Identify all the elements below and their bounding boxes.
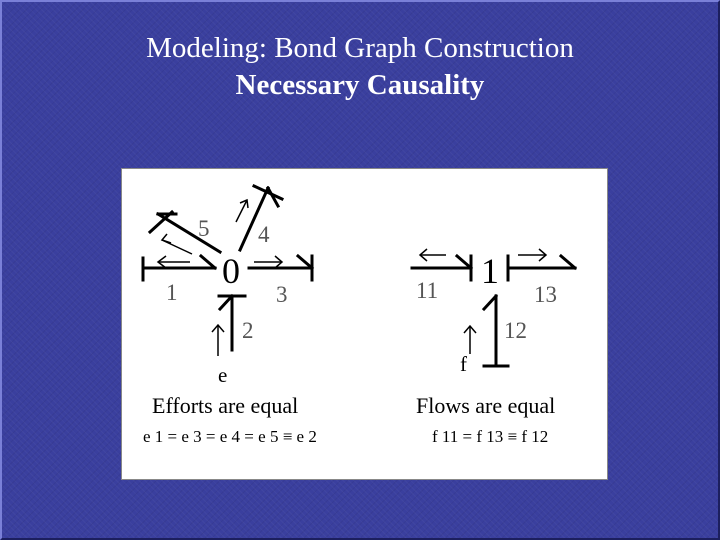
zero-junction: 0 [222,251,240,291]
bond-label-4: 4 [258,222,270,247]
bond-label-2: 2 [242,318,254,343]
one-junction: 1 [481,251,499,291]
bond-13 [506,253,578,282]
bond-label-13: 13 [534,282,557,307]
left-caption: Efforts are equal [152,393,299,418]
bond-1 [141,253,218,282]
bond-label-5: 5 [198,216,210,241]
left-equation: e 1 = e 3 = e 4 = e 5 ≡ e 2 [143,427,317,446]
bond-label-3: 3 [276,282,288,307]
right-caption: Flows are equal [416,393,556,418]
right-equation: f 11 = f 13 ≡ f 12 [432,427,549,446]
causal-arrows [156,198,548,356]
bond-2 [217,293,247,352]
bond-label-11: 11 [416,278,439,303]
bond-4 [238,184,284,252]
effort-source-label: e [218,363,228,387]
slide-title: Modeling: Bond Graph Construction [146,32,574,64]
bond-label-12: 12 [504,318,527,343]
flow-source-label: f [460,352,467,376]
bond-label-1: 1 [166,280,178,305]
bond-12 [481,293,510,368]
diagram-panel [121,168,608,480]
slide-subtitle: Necessary Causality [235,69,485,101]
bond-11 [410,253,474,282]
bond-5 [147,209,223,255]
bond-3 [247,253,315,282]
